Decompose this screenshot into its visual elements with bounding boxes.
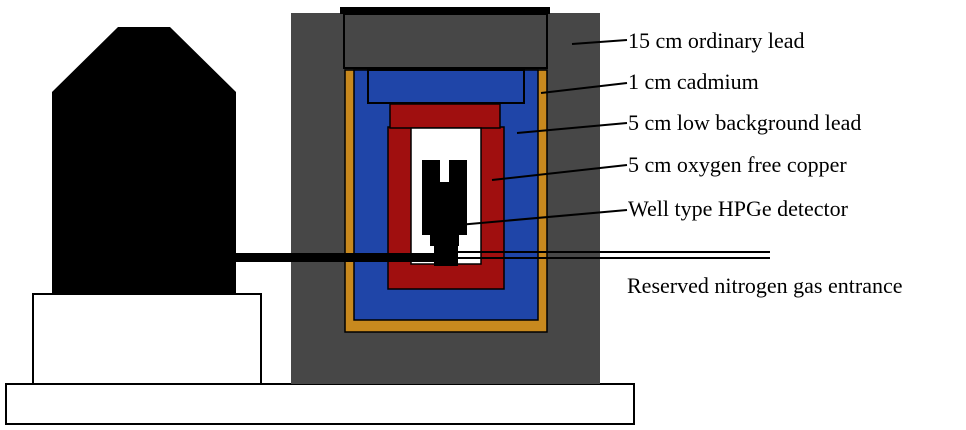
lead-lid-plug [343, 13, 548, 69]
label-low-background-lead: 5 cm low background lead [628, 110, 861, 135]
label-cadmium: 1 cm cadmium [628, 69, 759, 94]
detector-stem [434, 246, 458, 266]
leader-oxygen-free-copper [491, 164, 628, 181]
base-platform [5, 383, 635, 425]
hpge-detector [422, 160, 467, 246]
low-background-lead-plug [367, 69, 525, 104]
nitrogen-dewar [52, 27, 236, 294]
label-hpge-detector: Well type HPGe detector [628, 196, 849, 221]
leader-cadmium [540, 82, 628, 94]
leader-ordinary-lead [571, 39, 628, 45]
cold-finger [236, 253, 438, 262]
leader-low-background-lead [516, 122, 628, 134]
leader-hpge-detector [457, 209, 628, 226]
oxygen-free-copper-plug [389, 103, 501, 129]
dewar-pedestal [32, 293, 262, 385]
label-nitrogen-entrance: Reserved nitrogen gas entrance [627, 273, 903, 298]
label-ordinary-lead: 15 cm ordinary lead [628, 28, 805, 53]
label-oxygen-free-copper: 5 cm oxygen free copper [628, 152, 847, 177]
lead-lid-plate [340, 7, 550, 14]
